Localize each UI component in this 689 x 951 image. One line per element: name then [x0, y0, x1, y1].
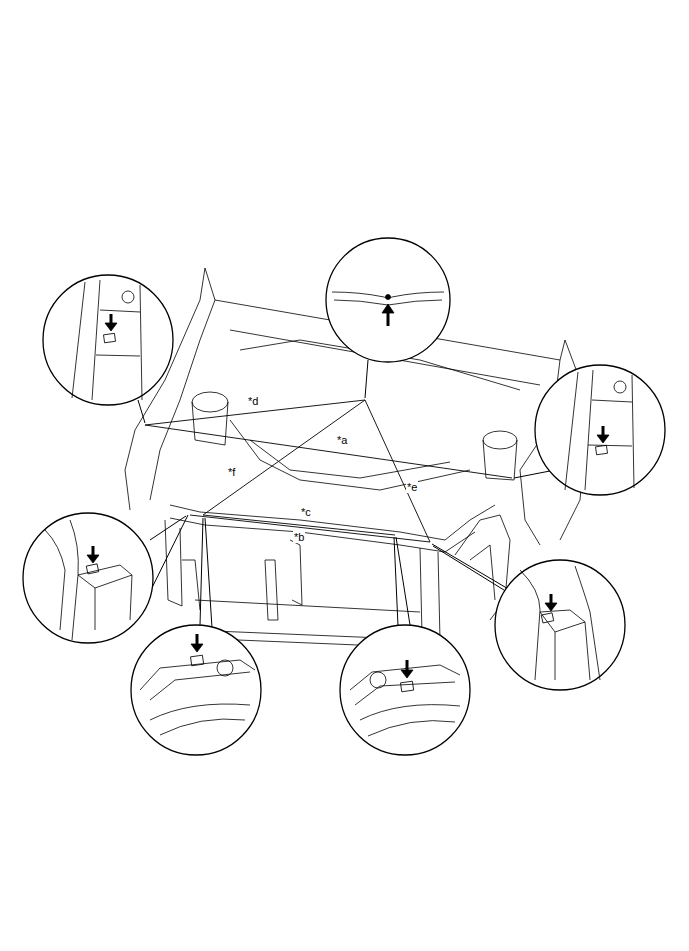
- callout-detail: [565, 370, 634, 490]
- measurement-label: *a: [336, 434, 348, 446]
- measurement-label: *d: [247, 395, 259, 407]
- measurement-lines: [145, 400, 512, 542]
- callout-detail: [350, 660, 460, 736]
- callout-detail: [332, 292, 444, 326]
- leader-lines: [138, 360, 555, 628]
- measurement-label: *f: [227, 466, 236, 478]
- callout-detail: [72, 280, 142, 400]
- measurement-label: *e: [406, 481, 418, 493]
- measurement-label: *c: [300, 506, 312, 518]
- callout-detail: [140, 634, 255, 735]
- callout-circles: [23, 238, 665, 755]
- callout-detail: [45, 520, 132, 640]
- callout-detail: [520, 566, 600, 680]
- measurement-label: *b: [293, 531, 305, 543]
